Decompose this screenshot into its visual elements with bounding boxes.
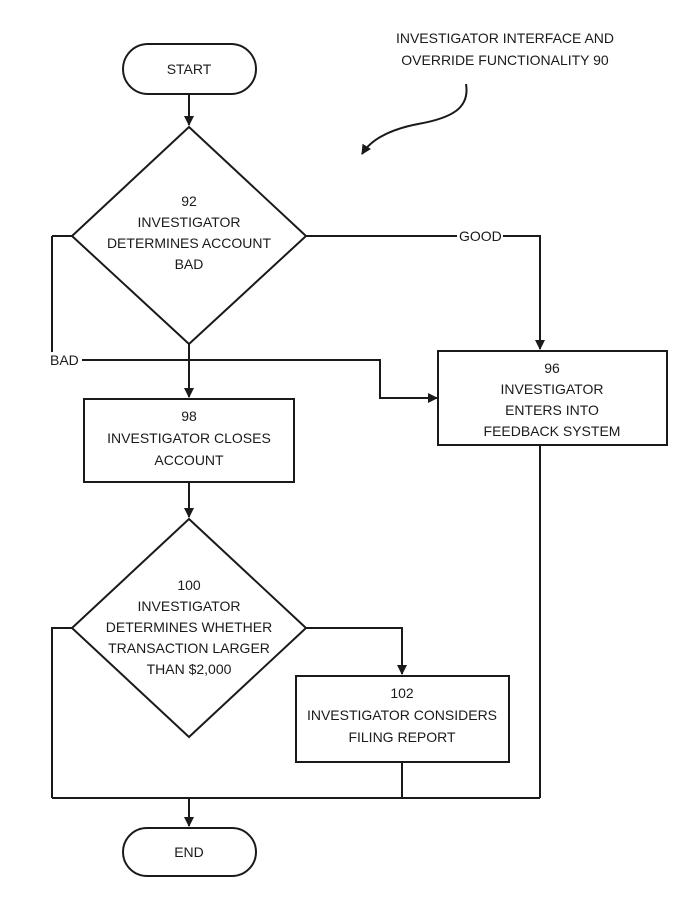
caption-pointer-arrow — [361, 83, 468, 155]
process-98-line-1: INVESTIGATOR CLOSES — [107, 430, 271, 446]
decision-100-number: 100 — [177, 577, 201, 593]
process-98-number: 98 — [181, 408, 197, 424]
process-96-box — [437, 350, 668, 446]
bad-branch-line-c — [82, 359, 438, 403]
decision-100-line-2: DETERMINES WHETHER — [106, 619, 272, 635]
start-label: START — [167, 61, 212, 77]
good-branch-line-b — [503, 235, 545, 350]
end-label: END — [174, 844, 204, 860]
decision-92-line-2: DETERMINES ACCOUNT — [107, 235, 272, 251]
decision-100-left-branch — [51, 627, 72, 798]
decision-100-line-4: THAN $2,000 — [147, 661, 232, 677]
process-102-line-1: INVESTIGATOR CONSIDERS — [307, 707, 497, 723]
decision-100-line-1: INVESTIGATOR — [138, 598, 241, 614]
end-terminal — [122, 827, 257, 877]
process-96-line-3: FEEDBACK SYSTEM — [484, 423, 621, 439]
process-102-box — [295, 675, 510, 763]
decision-92-line-1: INVESTIGATOR — [138, 214, 241, 230]
caption-line-2: OVERRIDE FUNCTIONALITY 90 — [401, 52, 609, 68]
process-96-line-1: INVESTIGATOR — [501, 381, 604, 397]
process-102-line-2: FILING REPORT — [348, 729, 456, 745]
decision-100-diamond — [70, 517, 308, 739]
decision-92-line-3: BAD — [175, 256, 204, 272]
arrow-100-to-102 — [306, 627, 407, 675]
process-102-number: 102 — [390, 685, 414, 701]
bad-label: BAD — [50, 352, 79, 368]
good-label: GOOD — [459, 228, 502, 244]
process-98-box — [83, 398, 295, 483]
decision-100-line-3: TRANSACTION LARGER — [108, 640, 270, 656]
decision-92-number: 92 — [181, 193, 197, 209]
process-96-number: 96 — [544, 360, 560, 376]
process-96-line-2: ENTERS INTO — [505, 402, 599, 418]
process-98-line-2: ACCOUNT — [154, 452, 224, 468]
caption-line-1: INVESTIGATOR INTERFACE AND — [396, 30, 614, 46]
